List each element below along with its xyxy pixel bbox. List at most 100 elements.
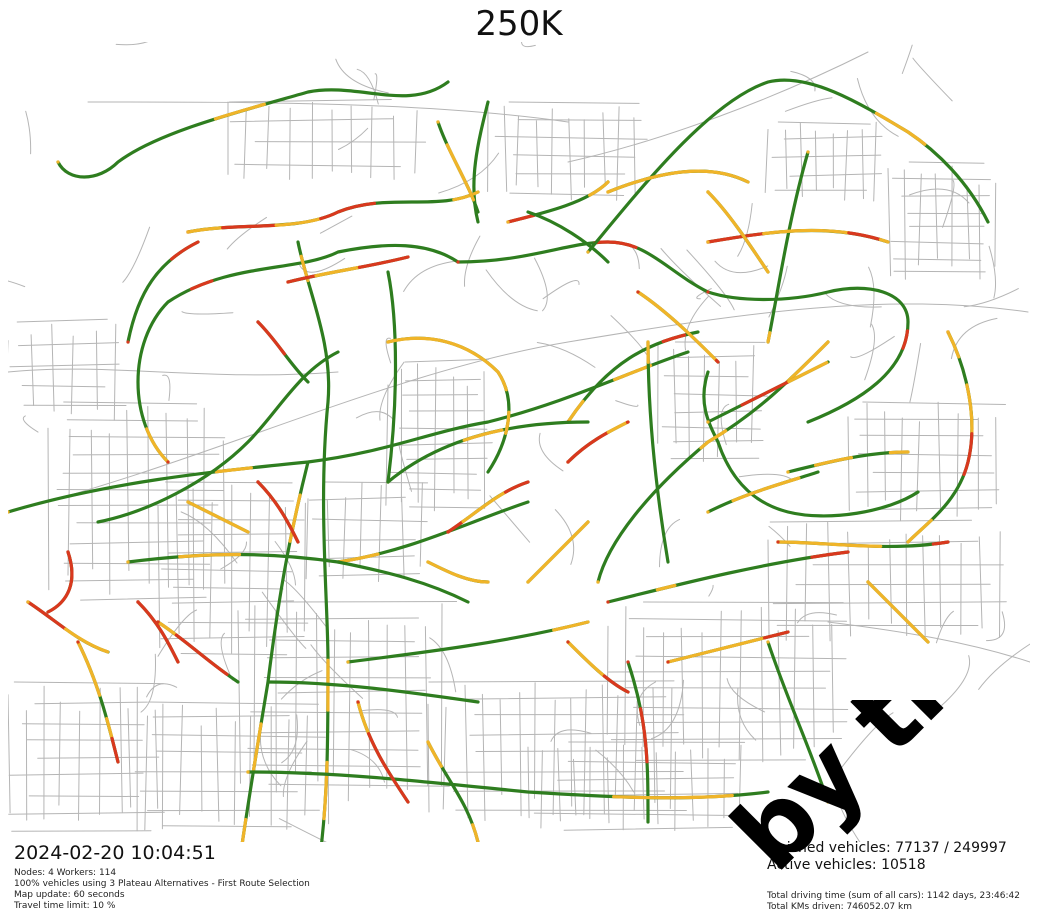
minor-road <box>814 130 817 191</box>
traffic-segment <box>156 620 240 684</box>
traffic-segment <box>666 630 790 664</box>
minor-road <box>22 415 39 433</box>
traffic-segment <box>436 120 480 214</box>
minor-road <box>146 683 178 698</box>
minor-road <box>900 417 903 522</box>
minor-road <box>797 612 837 624</box>
minor-road <box>677 355 755 358</box>
traffic-segment <box>386 420 590 484</box>
minor-road <box>113 323 117 421</box>
minor-road <box>385 384 389 506</box>
minor-road <box>856 78 899 137</box>
minor-road <box>552 699 556 816</box>
minor-road <box>266 105 270 169</box>
minor-road <box>233 721 236 825</box>
info-map-update: Map update: 60 seconds <box>14 890 125 900</box>
minor-road <box>226 216 267 250</box>
traffic-segment <box>606 169 750 194</box>
minor-road <box>684 295 710 351</box>
traffic-segment <box>566 330 700 424</box>
minor-road <box>934 173 938 259</box>
minor-road <box>161 568 293 573</box>
minor-road <box>641 746 645 820</box>
traffic-segment <box>606 550 850 604</box>
minor-road <box>26 739 143 741</box>
minor-road <box>876 507 993 510</box>
minor-road <box>37 756 160 759</box>
traffic-segment <box>286 255 410 284</box>
minor-road <box>72 453 220 456</box>
minor-road <box>674 751 676 831</box>
info-travel-time-limit: Travel time limit: 10 % <box>14 901 116 911</box>
traffic-segment <box>666 630 790 664</box>
major-road <box>526 210 610 264</box>
minor-road <box>11 830 152 832</box>
minor-road <box>419 482 423 567</box>
minor-road <box>280 601 458 603</box>
minor-road <box>268 783 450 787</box>
minor-road <box>342 497 347 579</box>
minor-road <box>8 280 26 288</box>
total-km-driven: Total KMs driven: 746052.07 km <box>767 902 912 912</box>
minor-road <box>320 215 353 234</box>
minor-road <box>738 744 742 825</box>
traffic-segment <box>446 480 530 534</box>
minor-road <box>156 750 303 754</box>
traffic-segment <box>706 360 830 424</box>
minor-road <box>673 393 768 397</box>
traffic-segment <box>506 180 610 224</box>
minor-road <box>269 639 415 643</box>
traffic-segment <box>776 540 950 549</box>
minor-road <box>652 687 656 803</box>
minor-road <box>950 317 998 360</box>
minor-road <box>409 488 482 491</box>
traffic-segment <box>186 500 250 534</box>
minor-road <box>615 400 639 407</box>
traffic-segment <box>46 550 74 614</box>
traffic-segment <box>566 640 630 694</box>
minor-road <box>171 600 295 604</box>
major-road <box>646 340 670 564</box>
minor-road <box>402 394 479 396</box>
major-road <box>456 240 710 294</box>
minor-road <box>738 610 742 761</box>
minor-road <box>122 226 151 283</box>
minor-road <box>662 632 665 747</box>
minor-road <box>499 699 503 795</box>
minor-road <box>399 427 488 430</box>
minor-road <box>827 621 1030 663</box>
minor-road <box>628 618 847 622</box>
minor-road <box>161 703 164 830</box>
traffic-segment <box>156 620 240 684</box>
minor-road <box>633 700 638 811</box>
minor-road <box>16 318 108 323</box>
minor-road <box>485 269 538 312</box>
minor-road <box>373 73 378 101</box>
minor-road <box>941 655 971 706</box>
minor-road <box>550 729 592 742</box>
major-road <box>766 640 830 804</box>
minor-road <box>398 443 412 492</box>
minor-road <box>338 127 369 150</box>
traffic-segment <box>136 600 180 664</box>
minor-road <box>8 303 1029 513</box>
minor-road <box>481 693 486 821</box>
minor-road <box>534 257 548 312</box>
traffic-segment <box>136 243 460 464</box>
minor-road <box>442 706 447 810</box>
minor-road <box>785 525 789 641</box>
traffic-segment <box>136 600 180 664</box>
minor-road <box>475 750 648 752</box>
minor-road <box>250 711 423 714</box>
traffic-segment <box>356 700 410 804</box>
minor-road <box>789 173 882 177</box>
minor-road <box>173 586 284 590</box>
traffic-segment <box>446 480 530 534</box>
traffic-segment <box>76 640 120 764</box>
finished-vehicles: Finished vehicles: 77137 / 249997 <box>767 840 1007 856</box>
minor-road <box>847 416 850 511</box>
minor-road <box>126 409 130 571</box>
minor-road <box>988 245 997 299</box>
active-vehicles: Active vehicles: 10518 <box>767 857 926 873</box>
minor-road <box>281 714 298 764</box>
